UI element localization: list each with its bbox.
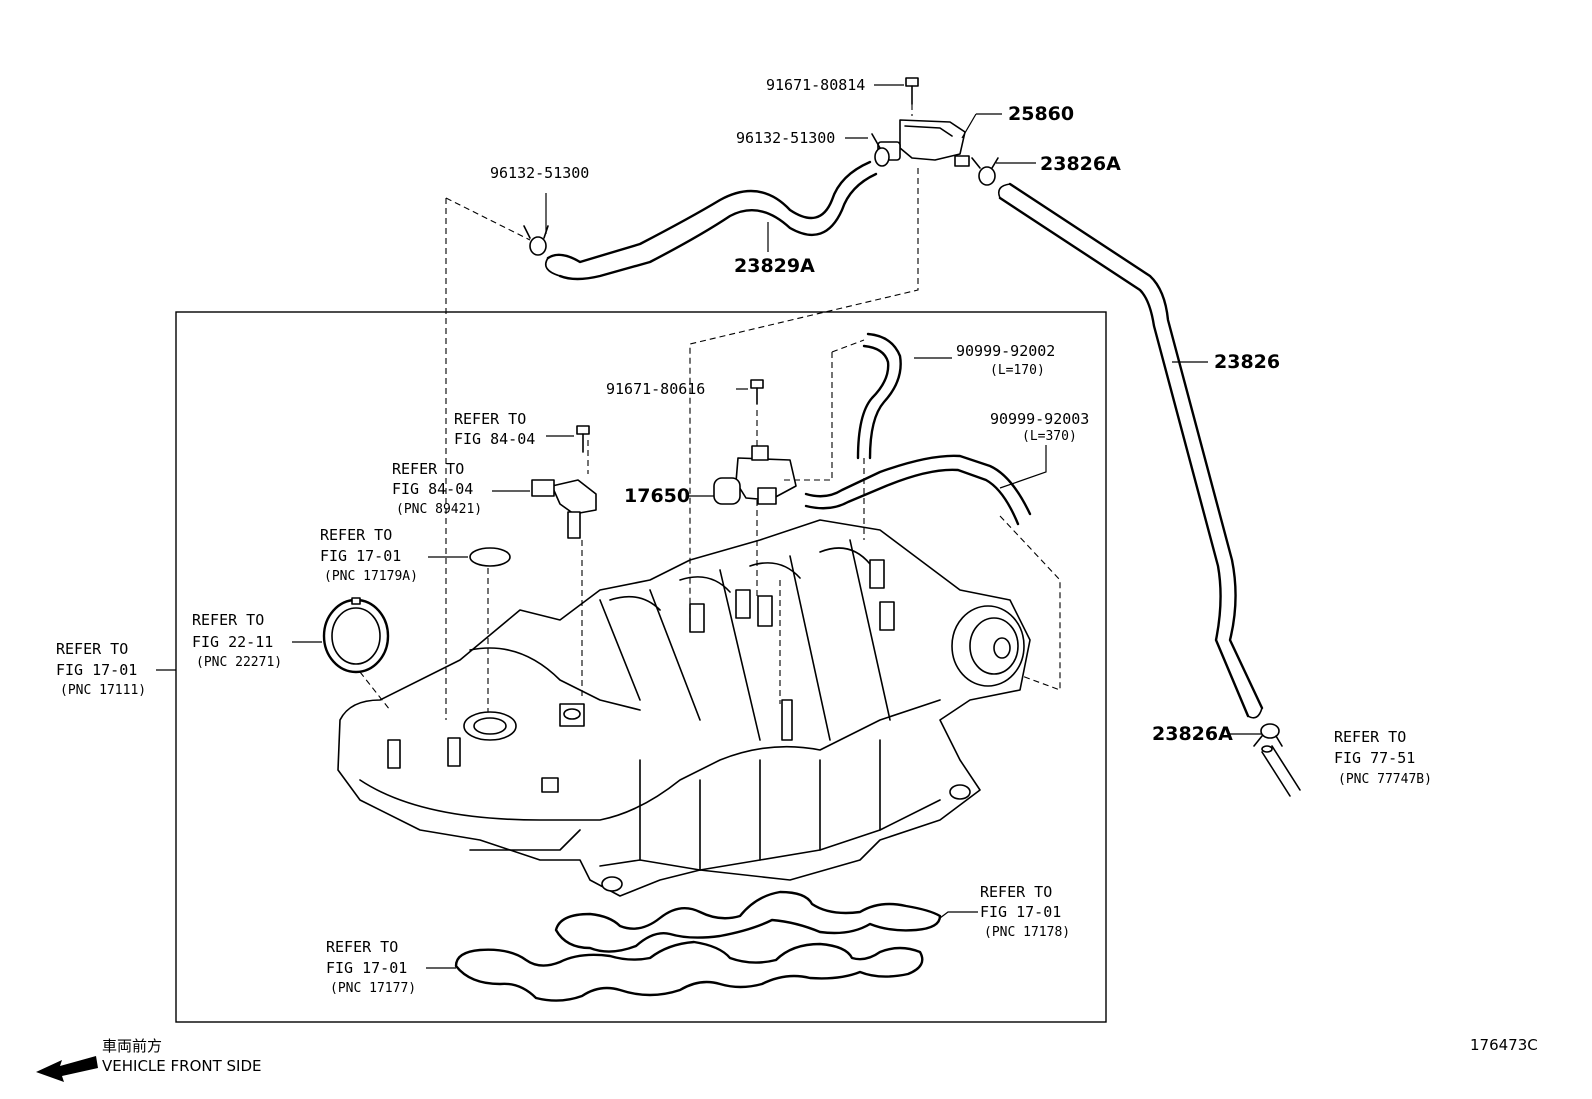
alignment-lines [359, 168, 1061, 720]
refer-line: REFER TO [56, 640, 128, 658]
pipe-fig-77-51 [1261, 745, 1301, 797]
label-23826A-bottom[interactable]: 23826A [1152, 723, 1233, 745]
label-25860[interactable]: 25860 [1008, 103, 1074, 125]
refer-pnc: (PNC 17179A) [324, 569, 418, 584]
refer-fig-84-04-bolt[interactable]: REFER TO FIG 84-04 [454, 410, 535, 448]
vsv-17650[interactable] [713, 445, 797, 505]
refer-fig-17-01-gasket-17177[interactable]: REFER TO FIG 17-01 (PNC 17177) [326, 938, 416, 996]
refer-pnc: (PNC 17111) [60, 683, 146, 698]
label-90999-92003[interactable]: 90999-92003 [990, 410, 1089, 428]
refer-line: REFER TO [1334, 728, 1406, 746]
refer-fig-84-04-sensor[interactable]: REFER TO FIG 84-04 (PNC 89421) [392, 460, 482, 517]
leader-lines [156, 84, 1262, 969]
refer-pnc: (PNC 17177) [330, 981, 416, 996]
refer-pnc: (PNC 22271) [196, 655, 282, 670]
arrow-left-icon [36, 1056, 98, 1082]
refer-line: REFER TO [454, 410, 526, 428]
label-91671-80616[interactable]: 91671-80616 [606, 380, 705, 398]
clamp-96132-51300-top[interactable] [871, 133, 890, 167]
refer-fig-17-01-gasket-17178[interactable]: REFER TO FIG 17-01 (PNC 17178) [980, 883, 1070, 940]
label-90999-92002-length: (L=170) [990, 363, 1045, 378]
gasket-22271[interactable] [322, 597, 390, 674]
refer-fig-17-01-oring[interactable]: REFER TO FIG 17-01 (PNC 17179A) [320, 526, 418, 584]
refer-fig: FIG 22-11 [192, 633, 273, 651]
clamp-96132-51300-left[interactable] [523, 225, 549, 256]
clamp-23826A-bottom[interactable] [1253, 723, 1283, 747]
label-96132-51300-top[interactable]: 96132-51300 [736, 129, 835, 147]
refer-line: REFER TO [326, 938, 398, 956]
refer-fig-17-01-manifold[interactable]: REFER TO FIG 17-01 (PNC 17111) [56, 640, 146, 698]
label-90999-92003-length: (L=370) [1022, 429, 1077, 444]
refer-fig: FIG 17-01 [56, 661, 137, 679]
gasket-17177[interactable] [454, 940, 924, 1002]
refer-fig: FIG 77-51 [1334, 749, 1415, 767]
hose-90999-92003[interactable] [804, 454, 1032, 526]
refer-fig: FIG 17-01 [320, 547, 401, 565]
label-23826[interactable]: 23826 [1214, 351, 1280, 373]
intake-manifold [337, 519, 1031, 897]
hose-23829A[interactable] [544, 160, 878, 281]
gasket-17178[interactable] [554, 890, 942, 953]
refer-line: REFER TO [392, 460, 464, 478]
label-96132-51300-left[interactable]: 96132-51300 [490, 164, 589, 182]
refer-fig-22-11[interactable]: REFER TO FIG 22-11 (PNC 22271) [192, 611, 282, 670]
front-label-en: VEHICLE FRONT SIDE [102, 1057, 262, 1075]
oring-17179A[interactable] [469, 547, 511, 567]
refer-line: REFER TO [192, 611, 264, 629]
bolt-91671-80616[interactable] [750, 379, 764, 405]
label-90999-92002[interactable]: 90999-92002 [956, 342, 1055, 360]
refer-fig: FIG 84-04 [454, 430, 535, 448]
label-91671-80814[interactable]: 91671-80814 [766, 76, 865, 94]
diagram-id: 176473C [1470, 1036, 1538, 1054]
assembly-frame [175, 311, 1107, 1023]
label-17650[interactable]: 17650 [624, 485, 690, 507]
front-direction-indicator: 車両前方 VEHICLE FRONT SIDE [36, 1037, 262, 1082]
refer-fig: FIG 17-01 [326, 959, 407, 977]
refer-line: REFER TO [980, 883, 1052, 901]
front-label-jp: 車両前方 [102, 1037, 162, 1055]
sensor-fig-84-04[interactable] [531, 425, 597, 539]
bolt-91671-80814[interactable] [905, 77, 919, 116]
label-23826A-top[interactable]: 23826A [1040, 153, 1121, 175]
refer-pnc: (PNC 89421) [396, 502, 482, 517]
hose-90999-92002[interactable] [856, 332, 902, 460]
refer-pnc: (PNC 77747B) [1338, 772, 1432, 787]
refer-line: REFER TO [320, 526, 392, 544]
hose-23826[interactable] [997, 182, 1264, 719]
clamp-23826A-top[interactable] [971, 157, 999, 186]
refer-pnc: (PNC 17178) [984, 925, 1070, 940]
vsv-25860[interactable] [877, 119, 970, 167]
refer-fig-77-51[interactable]: REFER TO FIG 77-51 (PNC 77747B) [1334, 728, 1432, 787]
label-23829A[interactable]: 23829A [734, 255, 815, 277]
refer-fig: FIG 17-01 [980, 903, 1061, 921]
refer-fig: FIG 84-04 [392, 480, 473, 498]
